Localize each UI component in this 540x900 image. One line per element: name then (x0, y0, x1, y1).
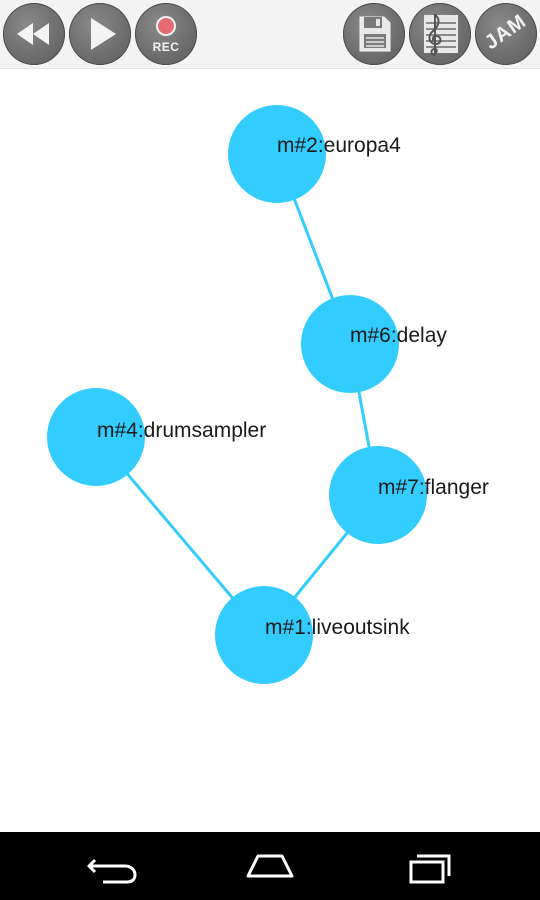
back-icon (87, 858, 137, 884)
save-button[interactable] (343, 3, 405, 65)
treble-clef-staff-icon (424, 13, 458, 56)
home-icon (246, 854, 294, 878)
record-button[interactable]: REC (135, 3, 197, 65)
play-icon (91, 18, 116, 50)
graph-node-m4[interactable] (47, 388, 145, 486)
recents-button[interactable] (389, 846, 469, 886)
home-button[interactable] (230, 846, 310, 886)
jam-button[interactable]: JAM (475, 3, 537, 65)
jam-label: JAM (480, 10, 531, 55)
rewind-button[interactable] (3, 3, 65, 65)
graph-node-label-m6: m#6:delay (350, 324, 447, 347)
graph-node-m7[interactable] (329, 446, 427, 544)
graph-node-m1[interactable] (215, 586, 313, 684)
recent-apps-icon (409, 854, 451, 884)
graph-node-m2[interactable] (228, 105, 326, 203)
graph-node-label-m7: m#7:flanger (378, 476, 489, 499)
graph-node-label-m4: m#4:drumsampler (97, 419, 267, 442)
module-graph-canvas[interactable]: m#2:europa4 m#6:delay m#4:drumsampler m#7:f… (0, 69, 540, 832)
record-label: REC (152, 40, 180, 54)
record-icon (156, 16, 176, 36)
play-button[interactable] (69, 3, 131, 65)
graph-node-label-m1: m#1:liveoutsink (265, 616, 410, 639)
back-button[interactable] (73, 846, 153, 886)
toolbar: REC JAM (0, 0, 540, 69)
floppy-disk-icon (359, 16, 391, 52)
graph-node-m6[interactable] (301, 295, 399, 393)
system-nav-bar (0, 832, 540, 900)
graph-node-label-m2: m#2:europa4 (277, 134, 401, 157)
score-button[interactable] (409, 3, 471, 65)
rewind-icon (17, 23, 49, 45)
